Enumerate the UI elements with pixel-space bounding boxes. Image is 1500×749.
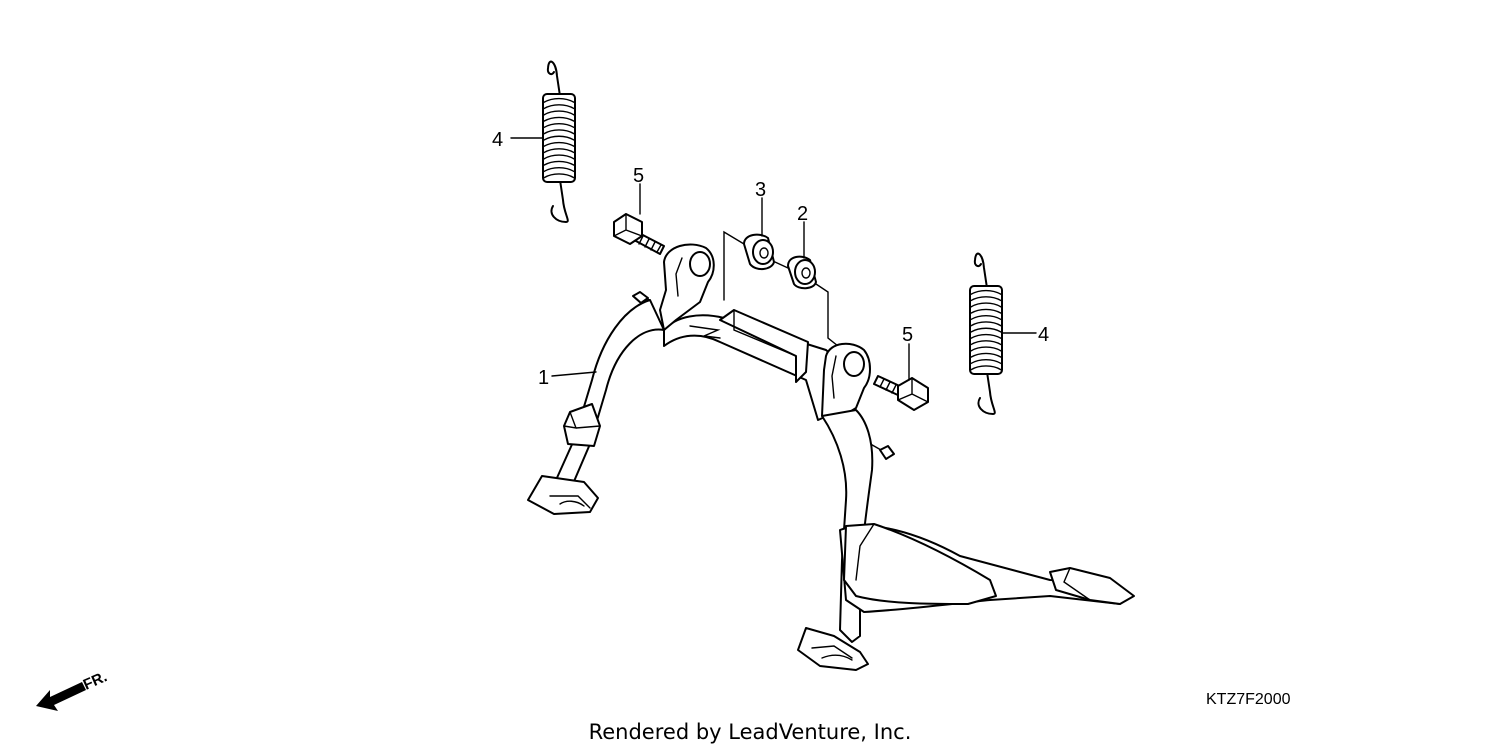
spring-coil — [970, 333, 1002, 339]
bolt-left[interactable] — [613, 213, 665, 255]
spring-coil — [970, 308, 1002, 314]
spring-coil — [543, 116, 575, 122]
spring-coil — [543, 104, 575, 110]
spring-coil — [543, 129, 575, 135]
main-stand[interactable] — [527, 243, 1135, 671]
spring-coil — [970, 340, 1002, 346]
callout-2: 2 — [797, 203, 808, 225]
spring-left[interactable] — [542, 60, 576, 223]
spring-right[interactable] — [969, 252, 1003, 415]
callout-5-left: 5 — [633, 165, 644, 187]
diagram-code: KTZ7F2000 — [1206, 691, 1291, 708]
callout-5-right: 5 — [902, 324, 913, 346]
spring-coil — [970, 314, 1002, 321]
footer-credit: Rendered by LeadVenture, Inc. — [589, 720, 912, 744]
spring-coil — [543, 110, 575, 116]
stand-pin-right — [879, 445, 895, 460]
spring-coil — [970, 289, 1002, 295]
stand-pin-left — [632, 291, 649, 304]
spring-coil — [970, 352, 1002, 358]
direction-label: FR. — [81, 668, 110, 693]
spring-coil — [543, 166, 575, 173]
collar[interactable] — [743, 233, 775, 270]
spring-coil — [543, 97, 575, 103]
spring-coil — [970, 327, 1002, 333]
spring-coil — [543, 160, 575, 166]
callout-4-right: 4 — [1038, 324, 1049, 346]
front-direction-arrow-icon: FR. — [36, 668, 110, 711]
spring-coil — [543, 122, 575, 129]
spring-coil — [543, 141, 575, 147]
spring-coil — [970, 296, 1002, 302]
spring-coil — [543, 135, 575, 141]
leader-lines — [510, 137, 1037, 381]
spring-coil — [970, 365, 1002, 371]
callout-4-left: 4 — [492, 129, 503, 151]
spring-coil — [543, 173, 575, 179]
spring-coil — [970, 302, 1002, 308]
spring-coil — [970, 321, 1002, 327]
spring-coil — [543, 148, 575, 154]
bolt-right[interactable] — [873, 375, 929, 411]
spring-coil — [970, 346, 1002, 352]
callout-1: 1 — [538, 367, 549, 389]
spring-coil — [970, 358, 1002, 365]
callout-3: 3 — [755, 179, 766, 201]
bushing[interactable] — [787, 255, 817, 290]
spring-coil — [543, 154, 575, 160]
